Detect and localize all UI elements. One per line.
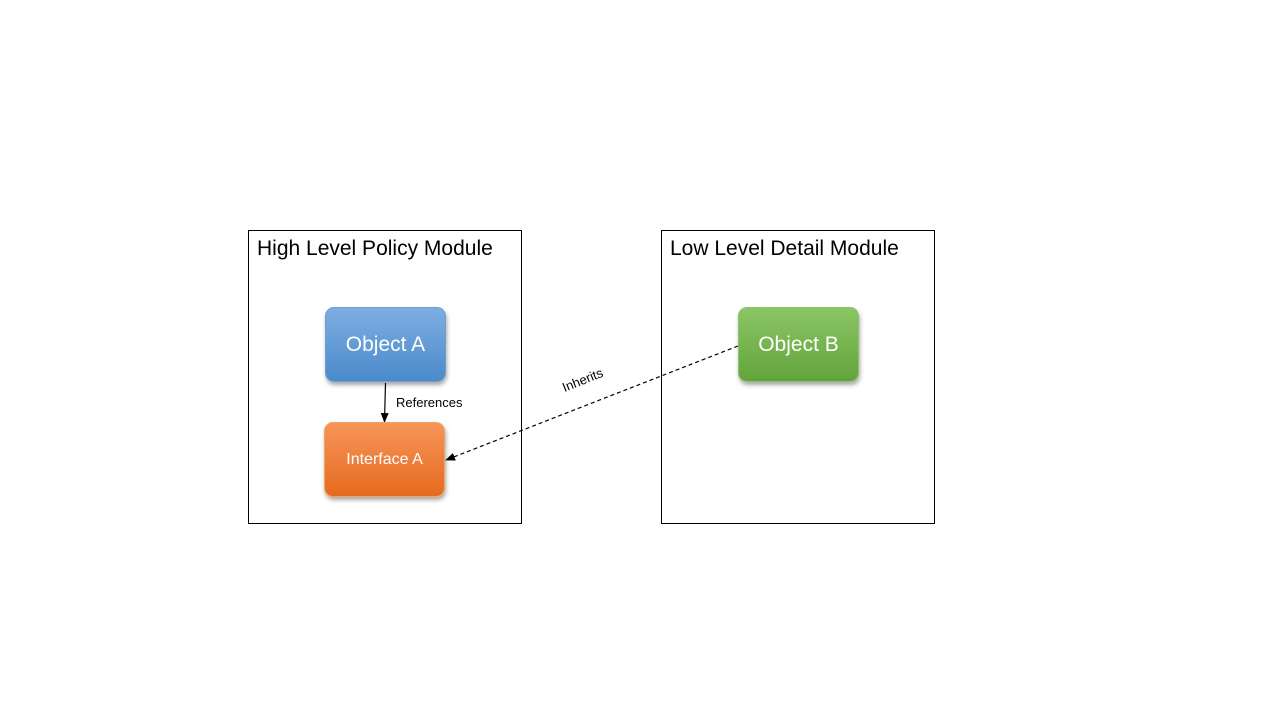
inherits-label: Inherits [560, 365, 606, 395]
object-a-node[interactable]: Object A [325, 307, 446, 382]
references-label: References [396, 395, 463, 410]
module-title-low: Low Level Detail Module [670, 237, 899, 260]
module-title-high: High Level Policy Module [257, 237, 493, 260]
object-a-label: Object A [345, 332, 426, 356]
object-b-node[interactable]: Object B [738, 307, 859, 382]
interface-a-node[interactable]: Interface A [324, 422, 445, 497]
interface-a-label: Interface A [346, 450, 423, 468]
object-b-label: Object B [758, 332, 839, 356]
